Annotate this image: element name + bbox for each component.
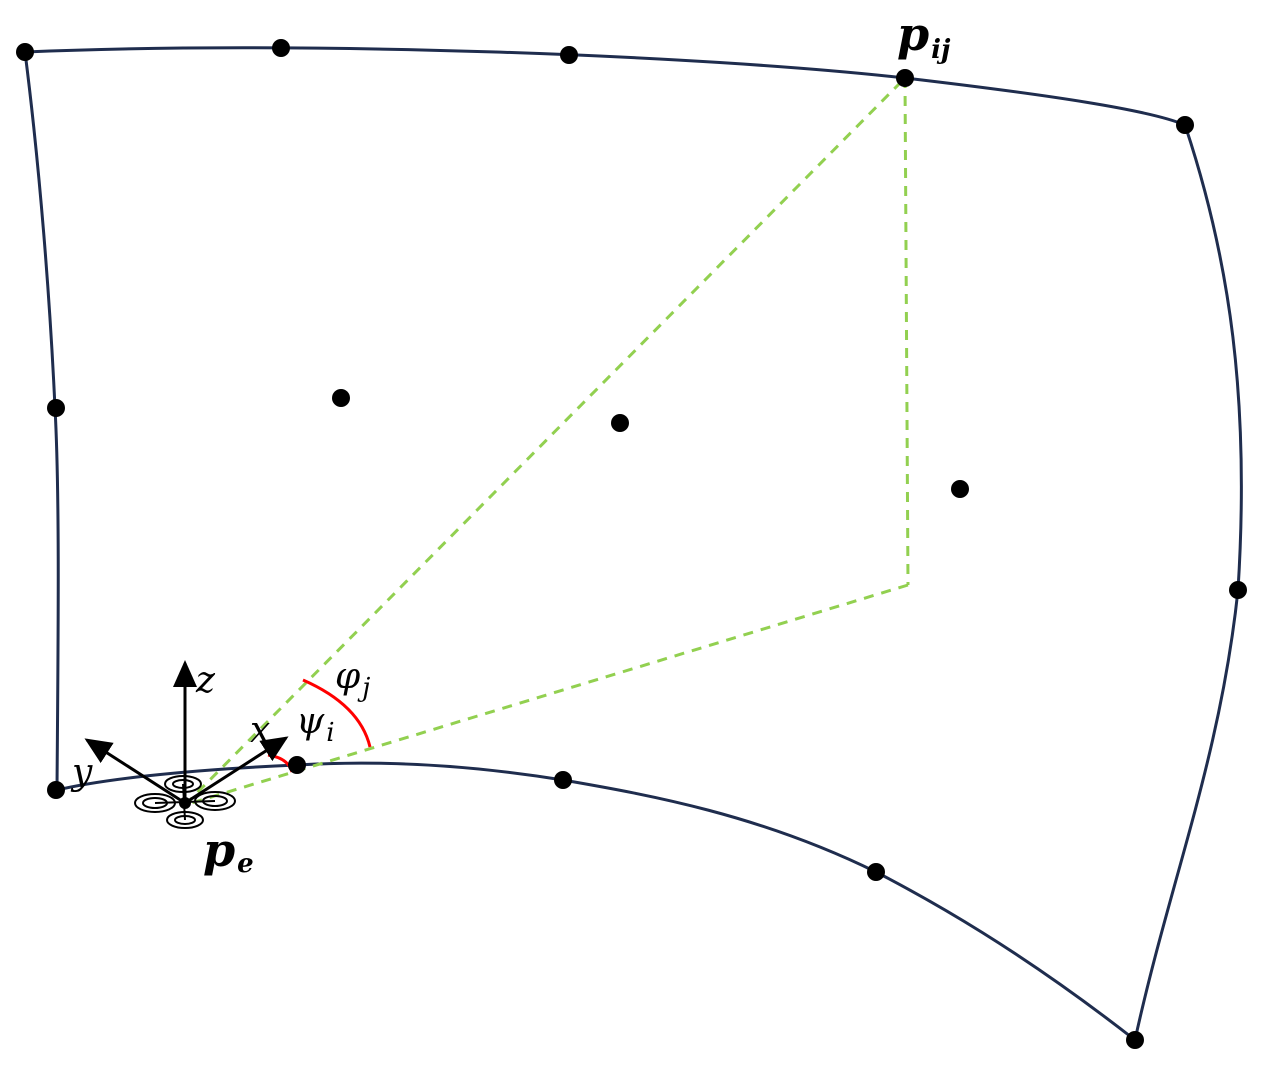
grid-points [16, 39, 1247, 1049]
projection-lines [183, 76, 910, 807]
grid-point [47, 781, 65, 799]
line-pij-vertical [903, 77, 910, 586]
surface-boundary [23, 46, 1243, 1043]
grid-point [332, 389, 350, 407]
psi-angle-label: ψi [296, 701, 335, 748]
grid-point [951, 480, 969, 498]
phi-angle-label: φj [335, 656, 370, 703]
y-axis-label: y [70, 752, 93, 793]
grid-point [867, 863, 885, 881]
grid-point [611, 414, 629, 432]
quadrotor-drone-icon [134, 775, 236, 829]
phi-angle-arc [302, 678, 372, 748]
grid-point [896, 69, 914, 87]
x-axis-arrow [184, 736, 289, 805]
x-axis-label: x [250, 710, 270, 751]
y-axis-arrow [84, 738, 186, 805]
point-pe-label: pe [203, 823, 254, 879]
point-pij-label: pij [897, 7, 951, 65]
grid-point [1229, 581, 1247, 599]
grid-point [554, 771, 572, 789]
grid-point [1126, 1031, 1144, 1049]
grid-point [1176, 116, 1194, 134]
grid-point [47, 399, 65, 417]
grid-point [16, 43, 34, 61]
grid-point [288, 756, 306, 774]
grid-point [272, 39, 290, 57]
line-pe-to-pij [183, 76, 907, 807]
z-axis-label: z [195, 660, 216, 701]
grid-point [560, 46, 578, 64]
